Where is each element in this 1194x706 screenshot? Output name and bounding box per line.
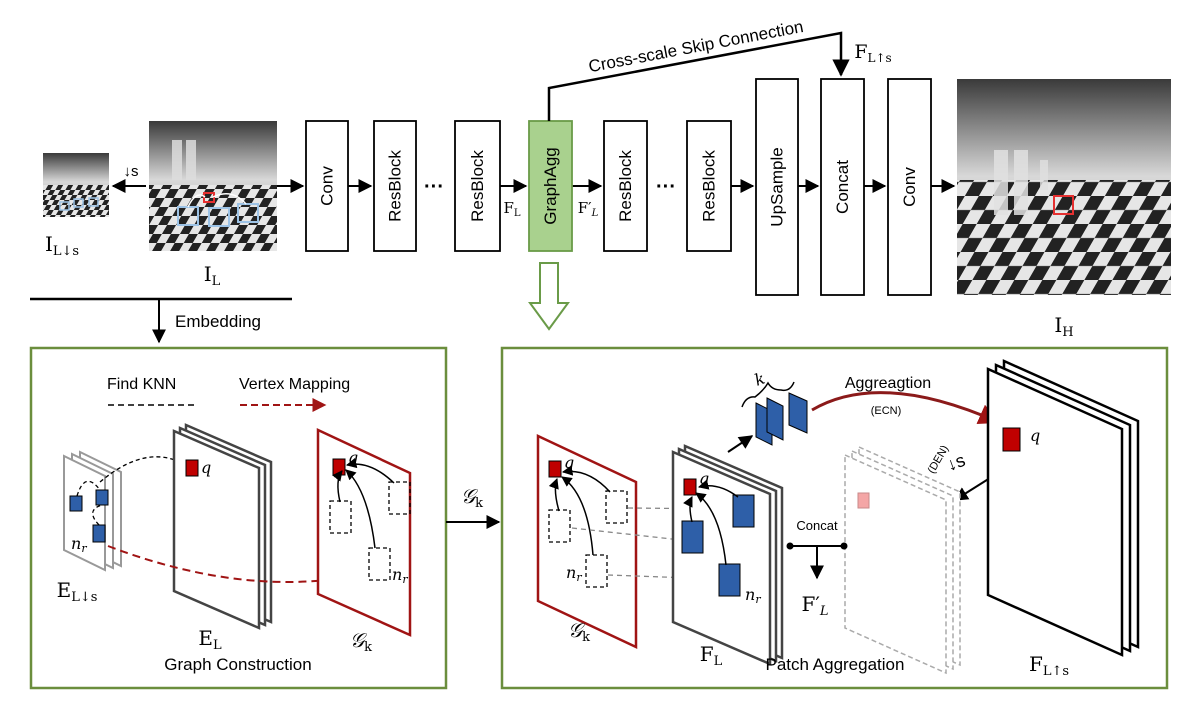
den-arrow <box>953 477 991 501</box>
k-label: k <box>752 369 768 390</box>
concat-block <box>820 78 865 296</box>
e-stack <box>172 423 273 630</box>
f-prime-label: F′L <box>801 592 828 619</box>
patch-aggregation-panel <box>500 346 1169 690</box>
g-right-nr-label: nr <box>566 563 582 584</box>
upsample-block <box>755 78 799 296</box>
concat-label: Concat <box>833 160 852 214</box>
output-image <box>957 79 1171 295</box>
arrow-to-k-patches <box>727 435 754 453</box>
pipeline-blocks: Conv ResBlock ResBlock GraphAgg ResBlock ResB… <box>305 78 932 296</box>
upsample-label: UpSample <box>768 147 787 226</box>
aggregation-arc <box>811 391 1000 424</box>
e-q-label: q <box>201 458 211 477</box>
f-q-label: q <box>699 469 709 488</box>
f-up-stack <box>986 359 1140 657</box>
input-small-image <box>43 153 109 217</box>
e-small-label: EL↓s <box>57 578 98 605</box>
graph-construction-panel <box>29 346 448 690</box>
resblock-1-block <box>373 120 417 252</box>
ecn-label: (ECN) <box>871 405 902 417</box>
embedding-label: Embedding <box>175 312 261 331</box>
graph-k-right <box>536 434 638 649</box>
feature-prime-label: F′L <box>578 199 599 219</box>
g-right-q-label: q <box>564 453 574 472</box>
resblock-3-block <box>603 120 648 252</box>
f-nr-label: nr <box>745 585 761 606</box>
g-left-nr-label: nr <box>392 565 408 586</box>
skip-feature-label: FL↑s <box>854 41 891 65</box>
f-up-q-label: q <box>1030 426 1040 445</box>
conv-1-label: Conv <box>318 166 337 206</box>
e-label: EL <box>198 626 222 653</box>
input-label: IL <box>204 262 221 289</box>
feature-label: FL <box>503 199 520 219</box>
legend-mapping-label: Vertex Mapping <box>239 376 350 393</box>
graph-construction-title: Graph Construction <box>164 655 311 674</box>
graphagg-label: GraphAgg <box>541 147 560 225</box>
between-g-label: 𝒢k <box>461 484 483 511</box>
input-small-label: IL↓s <box>45 232 79 259</box>
graph-k-left <box>316 428 412 637</box>
g-left-q-label: q <box>348 448 358 467</box>
den-arrow-label: ↓s <box>944 450 968 475</box>
downscale-label: ↓s <box>124 163 139 180</box>
aggregation-label: Aggreagtion <box>845 375 931 392</box>
g-right-label: 𝒢k <box>568 618 590 645</box>
resblock-4-label: ResBlock <box>700 150 719 222</box>
k-patches <box>741 381 808 446</box>
g-left-label: 𝒢k <box>350 628 372 655</box>
e-small-stack <box>63 450 191 572</box>
conv-2-block <box>887 78 932 296</box>
concat-label: Concat <box>796 518 838 533</box>
expand-arrow <box>528 262 570 331</box>
resblock-4-block <box>686 120 732 252</box>
skip-connection-line <box>547 31 850 121</box>
legend-knn-label: Find KNN <box>107 376 176 393</box>
concat-dot-left <box>786 542 794 550</box>
resblock-2-block <box>454 120 501 252</box>
downscaled-stack <box>844 445 961 675</box>
resblock-3-label: ResBlock <box>616 150 635 222</box>
conv-2-label: Conv <box>900 167 919 207</box>
resblock-1-label: ResBlock <box>386 150 405 222</box>
map-arrow-2 <box>571 527 682 544</box>
output-label: IH <box>1054 313 1073 340</box>
f-up-label: FL↑s <box>1029 652 1069 679</box>
input-image <box>149 121 277 251</box>
resblock-2-label: ResBlock <box>468 150 487 222</box>
f-label: FL <box>700 642 723 669</box>
e-small-nr-label: nr <box>71 534 87 555</box>
conv-1-block <box>305 120 349 252</box>
concat-dot-right <box>840 542 848 550</box>
graphagg-block <box>528 120 573 252</box>
ellipsis-right: ··· <box>656 176 676 198</box>
patch-aggregation-title: Patch Aggregation <box>766 655 905 674</box>
ellipsis-left: ··· <box>424 176 444 198</box>
f-stack <box>671 444 784 666</box>
